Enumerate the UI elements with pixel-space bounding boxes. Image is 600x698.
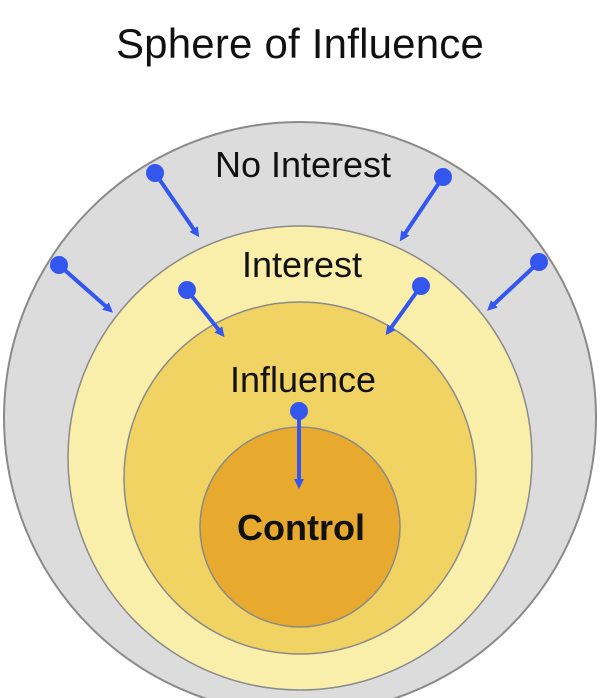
arrow-dot [146,164,164,182]
influence-label: Influence [230,359,376,400]
arrow-dot [50,256,68,274]
arrow-center [290,402,308,489]
arrow-dot [290,402,308,420]
arrow-dot [178,281,196,299]
arrow-mid-right [487,253,548,311]
arrow-dot [530,253,548,271]
arrow-inner-left [178,281,225,338]
arrow-dot [412,277,430,295]
arrow-top-right [399,168,452,242]
control-label: Control [237,507,365,548]
interest-label: Interest [242,244,362,285]
arrow-mid-left [50,256,113,313]
arrow-top-left [146,164,200,238]
arrow-inner-right [385,277,430,336]
diagram-title: Sphere of Influence [115,20,485,67]
no-interest-label: No Interest [215,144,391,185]
arrow-dot [434,168,452,186]
